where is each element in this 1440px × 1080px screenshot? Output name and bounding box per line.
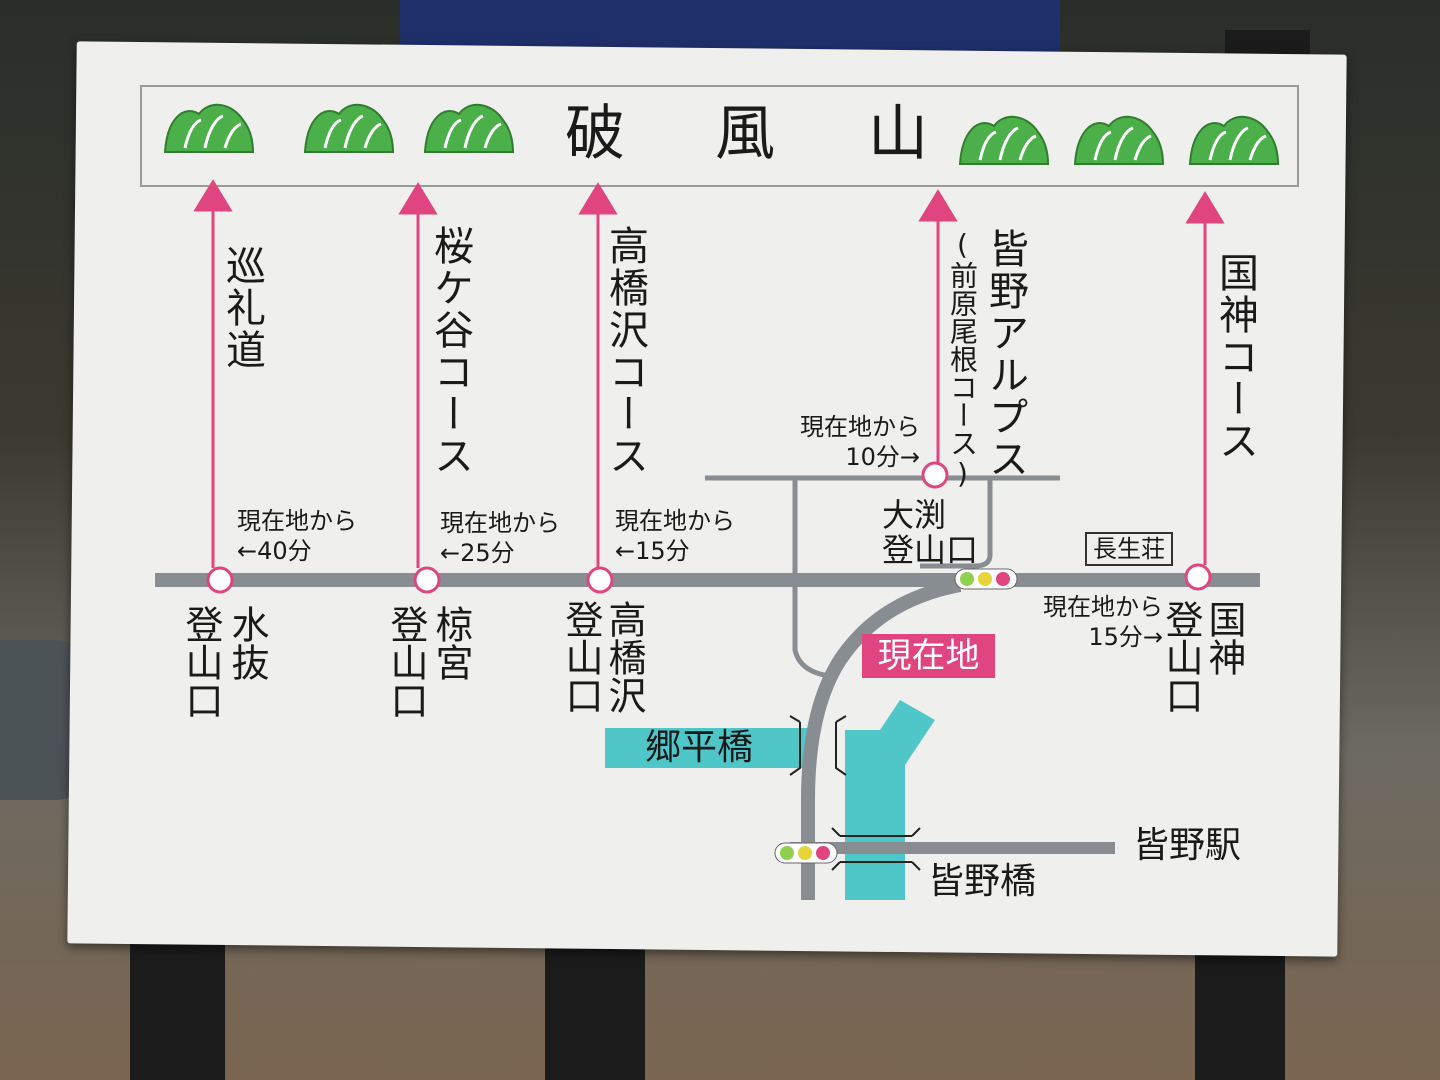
route-minano-alps: 皆野アルプス: [982, 228, 1028, 480]
arrow-minano-alps: [918, 189, 958, 222]
oobuchi-road: [920, 478, 993, 569]
current-location-badge: 現在地: [862, 634, 995, 678]
mountain-icon: [1073, 115, 1165, 166]
bridge-gouhei-icon: [789, 715, 847, 776]
sign-post-left: [130, 940, 225, 1080]
bridge-minano-icon: [831, 827, 921, 871]
trailhead-suffix: 登山口: [882, 531, 979, 569]
river-branch: [860, 700, 935, 780]
trailhead-marker: [1184, 563, 1212, 591]
route-sakuragaya: 桜ケ谷コース: [427, 225, 473, 477]
time-from-here: 現在地から←25分: [440, 509, 560, 567]
route-takahashizawa: 高橋沢コース: [602, 225, 648, 477]
time-from-here: 現在地から←15分: [615, 507, 735, 565]
arrow-kunigami: [1185, 191, 1225, 224]
trailhead-place: 大渕: [882, 496, 947, 534]
river-gouhei: [605, 728, 810, 768]
trailhead-suffix: 登山口: [179, 605, 223, 719]
arrow-takahashizawa: [578, 182, 618, 215]
bridge-gouhei-label: 郷平橋: [645, 727, 754, 768]
route-junreido: 巡礼道: [219, 245, 265, 371]
route-kunigami: 国神コース: [1212, 252, 1258, 462]
trailhead-place: 国神: [1202, 600, 1246, 676]
arrow-sakuragaya: [398, 182, 438, 215]
trailhead-marker: [206, 566, 234, 594]
trailhead-marker: [921, 461, 949, 489]
title-char: 破: [565, 99, 625, 169]
trailhead-marker: [413, 566, 441, 594]
mountain-icon: [958, 115, 1050, 166]
trailhead-place: 椋宮: [429, 605, 473, 681]
trailhead-suffix: 登山口: [1159, 600, 1203, 714]
bridge-minano-label: 皆野橋: [928, 861, 1037, 902]
time-from-here: 現在地から←40分: [237, 507, 357, 565]
title-char: 風: [715, 99, 775, 169]
mountain-icon: [423, 103, 515, 154]
station-label: 皆野駅: [1133, 825, 1242, 866]
trailhead-place: 水抜: [225, 605, 269, 681]
title-band: [140, 85, 1299, 187]
inn-label: 長生荘: [1085, 532, 1173, 566]
traffic-light-icon: [954, 568, 1018, 590]
trailhead-suffix: 登山口: [559, 600, 603, 714]
curved-road: [801, 578, 962, 900]
trailhead-marker: [586, 566, 614, 594]
arrow-junreido: [193, 179, 233, 212]
mountain-icon: [163, 103, 255, 154]
sign-post-middle: [545, 940, 645, 1080]
mountain-icon: [303, 103, 395, 154]
traffic-light-icon: [774, 842, 838, 864]
trailhead-place: 高橋沢: [602, 600, 646, 714]
route-minano-alps-note: (前原尾根コース): [946, 228, 979, 490]
mountain-icon: [1188, 115, 1280, 166]
trailhead-suffix: 登山口: [384, 605, 428, 719]
title-char: 山: [868, 99, 928, 169]
